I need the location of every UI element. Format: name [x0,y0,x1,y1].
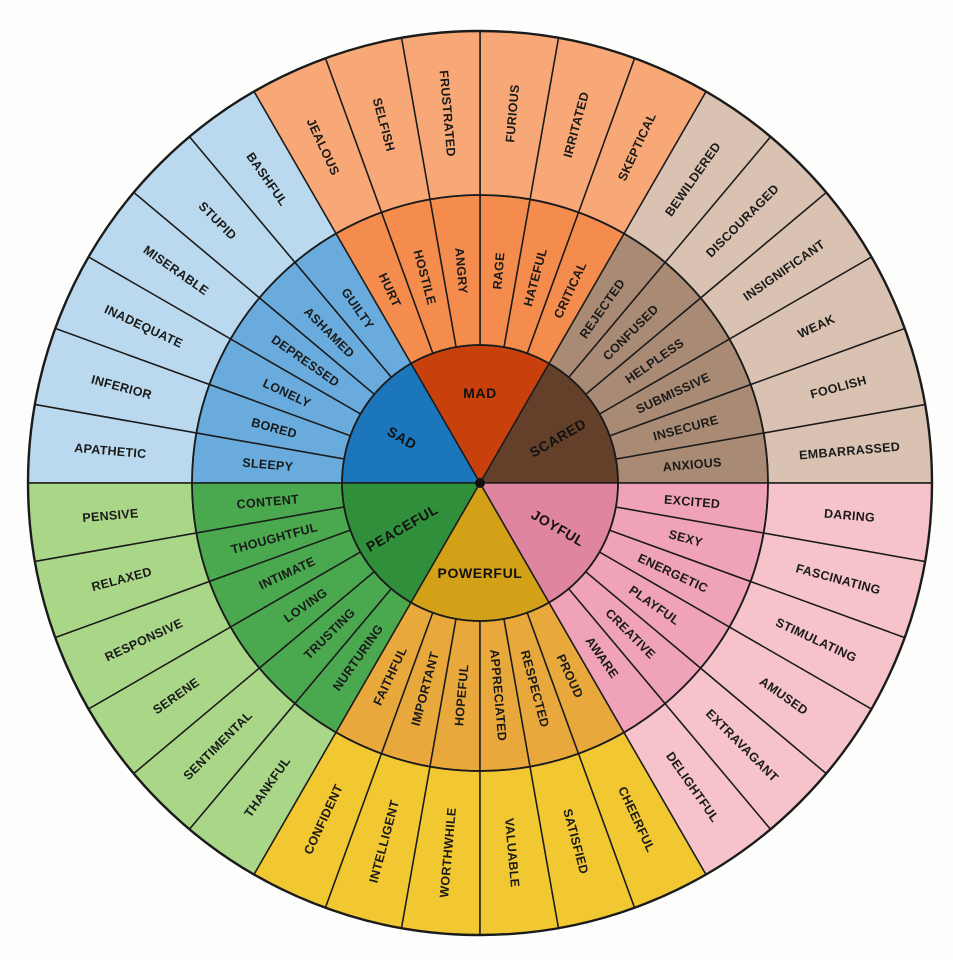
label-anxious: ANXIOUS [662,455,722,474]
ring-boundary [191,194,769,772]
label-rage: RAGE [490,252,507,290]
label-apathetic: APATHETIC [74,441,147,461]
label-sleepy: SLEEPY [242,456,295,474]
ring-boundary [341,344,619,622]
label-furious: FURIOUS [503,84,522,143]
label-angry: ANGRY [452,247,470,295]
label-valuable: VALUABLE [502,817,522,887]
label-content: CONTENT [236,492,300,511]
label-excited: EXCITED [664,493,721,512]
wheel-center-dot [475,478,485,488]
label-powerful: POWERFUL [438,565,523,581]
label-mad: MAD [463,385,497,401]
ring-boundary [26,29,934,937]
label-pensive: PENSIVE [82,506,139,525]
label-daring: DARING [823,507,875,525]
label-hopeful: HOPEFUL [452,664,471,727]
